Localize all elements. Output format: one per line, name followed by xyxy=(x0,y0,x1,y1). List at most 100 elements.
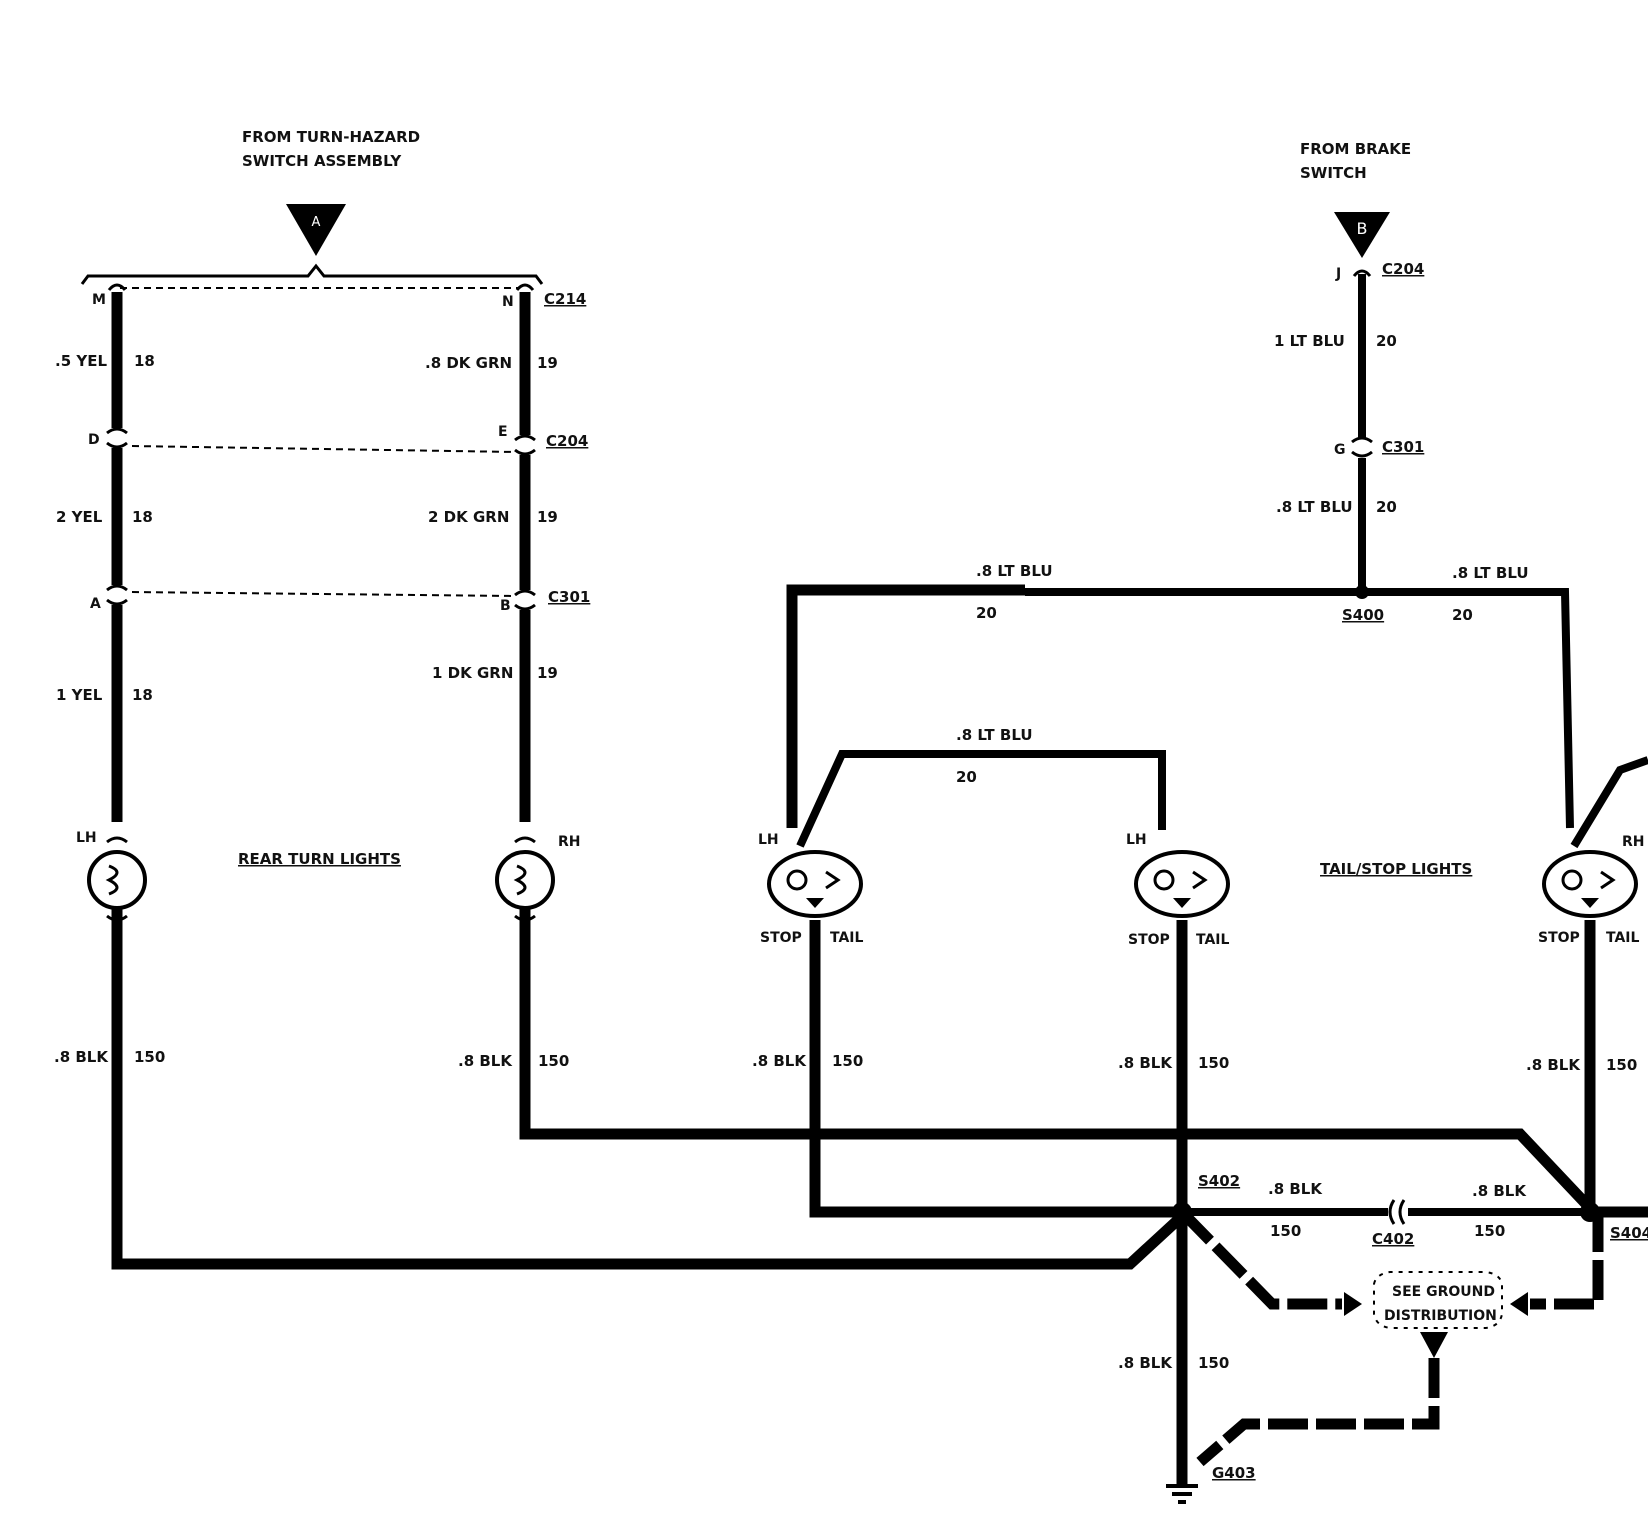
wire-gnd-dist-left xyxy=(1178,1208,1342,1310)
source-b-letter: B xyxy=(1357,219,1368,238)
wire-stop-left-circuit: 20 xyxy=(976,604,997,622)
wire-rh-turn-2-label: 2 DK GRN xyxy=(428,508,509,526)
lamp3-rh-label: RH xyxy=(1622,834,1645,850)
lh-turn-lamp-label: LH xyxy=(76,830,97,846)
wire-gnd-tail1-circuit: 150 xyxy=(832,1052,863,1070)
wire-rh-turn-1-circuit: 19 xyxy=(537,354,558,372)
wire-gnd-tail1 xyxy=(809,920,1186,1218)
connector-dash-c204 xyxy=(131,445,516,453)
pin-m-connector xyxy=(107,283,127,291)
harness-bracket xyxy=(80,263,544,285)
wire-gnd-lh-turn-label: .8 BLK xyxy=(54,1048,109,1066)
wire-s404-left-label: .8 BLK xyxy=(1472,1182,1527,1200)
lamp3-stop-label: STOP xyxy=(1538,930,1580,946)
connector-c402 xyxy=(1388,1199,1406,1225)
lamp2-lh-label: LH xyxy=(1126,832,1147,848)
wire-stop-mid xyxy=(796,750,1166,848)
wire-brake-2-label: .8 LT BLU xyxy=(1276,498,1353,516)
connector-c402-label: C402 xyxy=(1372,1230,1414,1248)
pin-j-label: J xyxy=(1335,266,1341,282)
wire-gnd-tail2-circuit: 150 xyxy=(1198,1054,1229,1072)
wire-s402-right-label: .8 BLK xyxy=(1268,1180,1323,1198)
ground-g403-label: G403 xyxy=(1212,1464,1256,1482)
lh-tail-stop-lamp-2 xyxy=(1134,850,1230,918)
source-b-marker: B xyxy=(1334,212,1390,258)
pin-a-label: A xyxy=(90,596,101,612)
wire-lh-turn-2-label: 2 YEL xyxy=(56,508,103,526)
source-turn-hazard-line2: SWITCH ASSEMBLY xyxy=(242,152,402,170)
rh-turn-lamp-label: RH xyxy=(558,834,581,850)
pin-d-connector xyxy=(106,427,128,449)
wire-gnd-tail1-label: .8 BLK xyxy=(752,1052,807,1070)
wire-s404-left-circuit: 150 xyxy=(1474,1222,1505,1240)
wire-stop-right-label: .8 LT BLU xyxy=(1452,564,1529,582)
wire-lh-turn-1-circuit: 18 xyxy=(134,352,155,370)
wire-gnd-dist-bottom xyxy=(1196,1358,1440,1467)
source-brake-line1: FROM BRAKE xyxy=(1300,140,1411,158)
wire-gnd-rh-turn-circuit: 150 xyxy=(538,1052,569,1070)
wire-stop-bus-thin xyxy=(1025,588,1574,829)
wire-gnd-tail3-label: .8 BLK xyxy=(1526,1056,1581,1074)
connector-dash-c301 xyxy=(131,591,516,597)
gnd-dist-arrow-right xyxy=(1510,1292,1528,1316)
connector-c301-right-label: C301 xyxy=(1382,438,1424,456)
splice-s400-dot xyxy=(1355,585,1369,599)
ground-note-line2: DISTRIBUTION xyxy=(1384,1308,1497,1324)
wire-gnd-tail3-circuit: 150 xyxy=(1606,1056,1637,1074)
pin-b-connector xyxy=(514,589,536,611)
rh-rear-turn-bulb xyxy=(495,836,555,922)
source-brake-line2: SWITCH xyxy=(1300,164,1367,182)
wire-lh-turn-2-circuit: 18 xyxy=(132,508,153,526)
pin-e-connector xyxy=(514,434,536,456)
wire-stop-left-label: .8 LT BLU xyxy=(976,562,1053,580)
pin-n-label: N xyxy=(502,294,514,310)
wire-stop-mid-circuit: 20 xyxy=(956,768,977,786)
wire-gnd-tail2-label: .8 BLK xyxy=(1118,1054,1173,1072)
wire-gnd-main-circuit: 150 xyxy=(1198,1354,1229,1372)
wire-stop-right-circuit: 20 xyxy=(1452,606,1473,624)
pin-b-label: B xyxy=(500,598,511,614)
ground-symbol-g403 xyxy=(1166,1484,1198,1504)
lamp1-tail-label: TAIL xyxy=(830,930,864,946)
pin-g-connector xyxy=(1351,436,1373,458)
pin-d-label: D xyxy=(88,432,100,448)
wire-stop-bus xyxy=(786,584,1025,828)
pin-m-label: M xyxy=(92,292,106,308)
pin-e-label: E xyxy=(498,424,508,440)
wire-gnd-lh-turn-circuit: 150 xyxy=(134,1048,165,1066)
lamp2-tail-label: TAIL xyxy=(1196,932,1230,948)
ground-note-line1: SEE GROUND xyxy=(1392,1284,1495,1300)
splice-s404-label: S404 xyxy=(1610,1224,1648,1242)
wire-rh-turn xyxy=(519,292,1592,1210)
wire-stop-mid-label: .8 LT BLU xyxy=(956,726,1033,744)
connector-c204-right-label: C204 xyxy=(1382,260,1424,278)
tail-stop-lights-title: TAIL/STOP LIGHTS xyxy=(1320,860,1472,878)
pin-a-connector xyxy=(106,584,128,606)
wire-lh-turn-3-label: 1 YEL xyxy=(56,686,103,704)
connector-c214-label: C214 xyxy=(544,290,586,308)
wire-brake-2-circuit: 20 xyxy=(1376,498,1397,516)
pin-n-connector xyxy=(515,283,535,291)
wire-s402-right-circuit: 150 xyxy=(1270,1222,1301,1240)
gnd-dist-arrow-left xyxy=(1344,1292,1362,1316)
lamp3-tail-label: TAIL xyxy=(1606,930,1640,946)
wire-rh-turn-3-circuit: 19 xyxy=(537,664,558,682)
wire-lh-turn-3-circuit: 18 xyxy=(132,686,153,704)
lh-tail-stop-lamp-1 xyxy=(767,850,863,918)
wire-rh-turn-3-label: 1 DK GRN xyxy=(432,664,513,682)
lamp1-stop-label: STOP xyxy=(760,930,802,946)
pin-g-label: G xyxy=(1334,442,1346,458)
pin-j-connector xyxy=(1352,269,1372,277)
wire-brake-1-label: 1 LT BLU xyxy=(1274,332,1345,350)
source-a-marker: A xyxy=(286,204,346,256)
connector-c204-left-label: C204 xyxy=(546,432,588,450)
splice-s402-label: S402 xyxy=(1198,1172,1240,1190)
wire-lh-turn xyxy=(111,292,1184,1270)
wire-stop-far-right xyxy=(1570,756,1648,849)
wire-brake-1-circuit: 20 xyxy=(1376,332,1397,350)
rh-tail-stop-lamp xyxy=(1542,850,1638,918)
wire-gnd-main-label: .8 BLK xyxy=(1118,1354,1173,1372)
wire-rh-turn-1-label: .8 DK GRN xyxy=(425,354,512,372)
lamp2-stop-label: STOP xyxy=(1128,932,1170,948)
